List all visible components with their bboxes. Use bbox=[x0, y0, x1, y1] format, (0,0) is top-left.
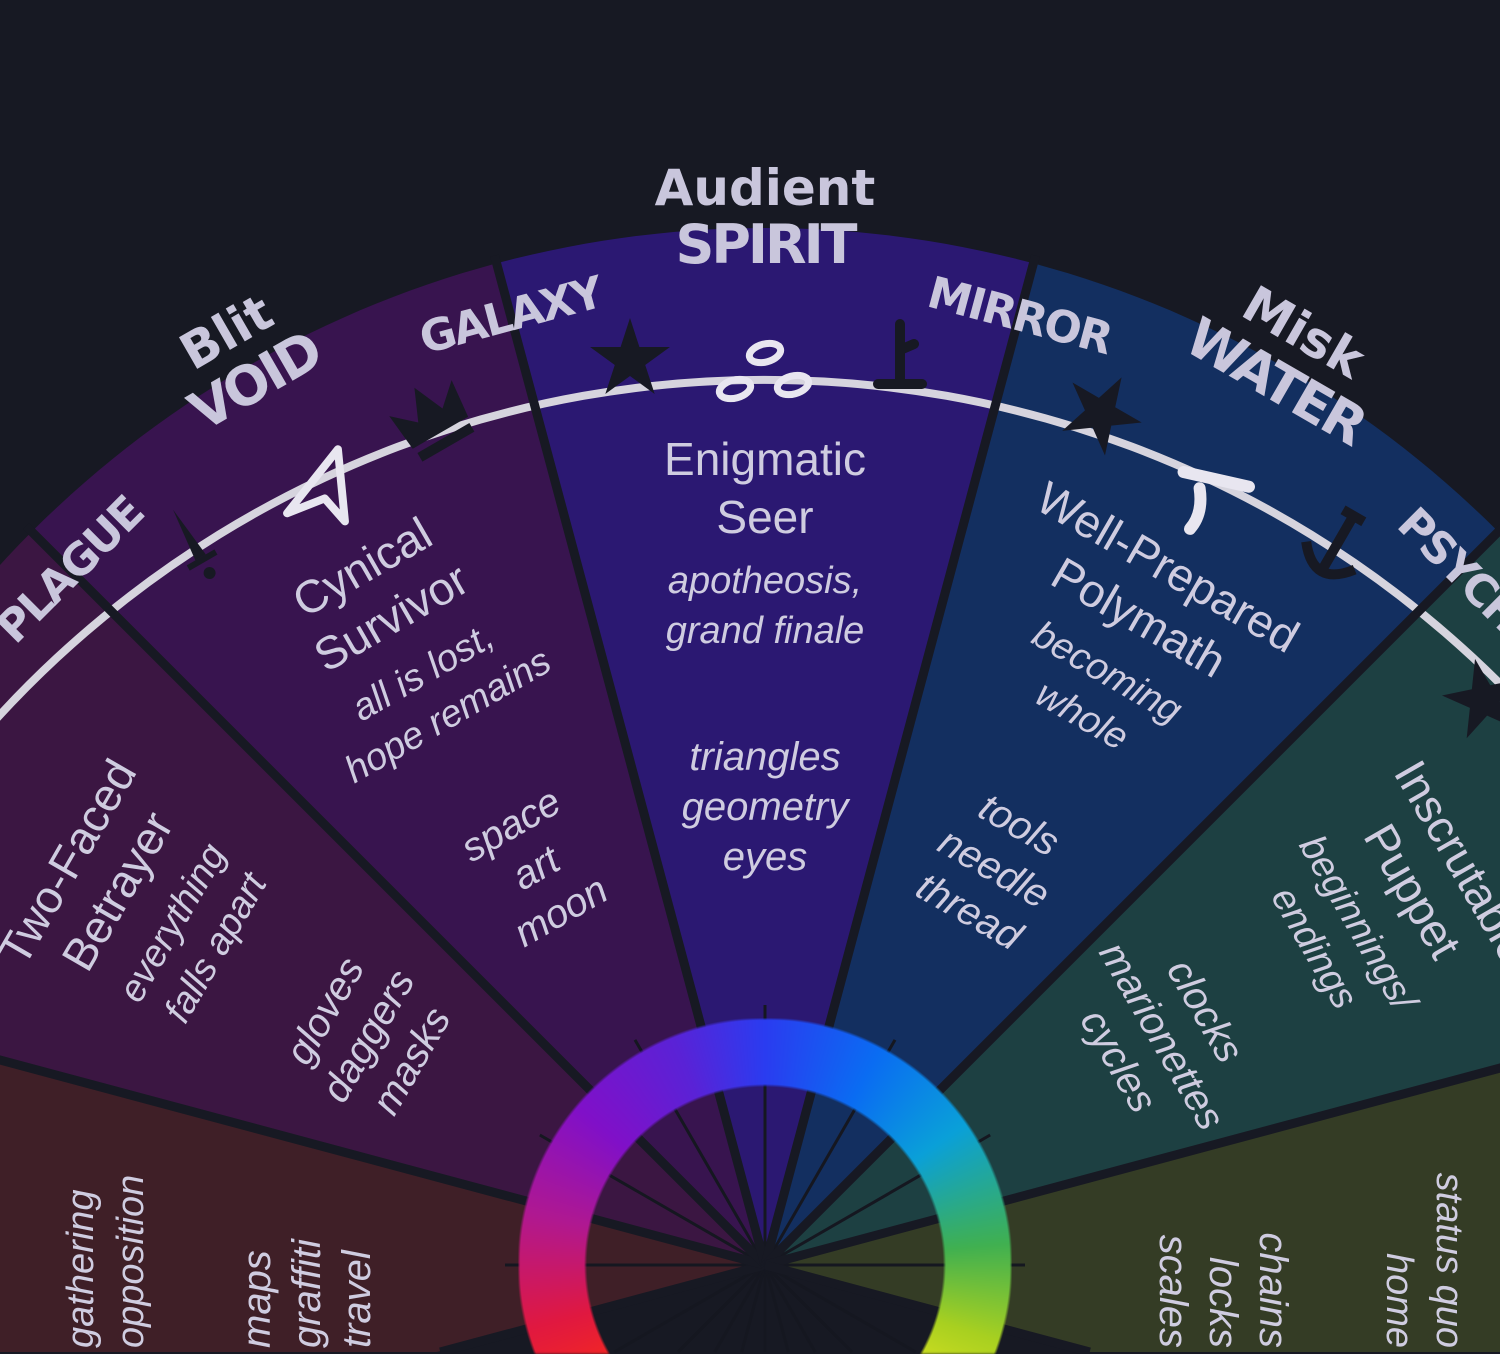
star-shape bbox=[1062, 377, 1142, 456]
wedge-3 bbox=[496, 228, 1034, 1265]
hue-ring bbox=[518, 1018, 1012, 1354]
dagger-icon bbox=[173, 509, 218, 579]
glyph-shape bbox=[1177, 466, 1255, 535]
crown-shape bbox=[389, 380, 469, 449]
archetype-motif: locks bbox=[1201, 1257, 1245, 1348]
three-ovals-icon bbox=[715, 339, 813, 403]
crown-icon bbox=[389, 380, 475, 462]
outer-label-group: Audient bbox=[655, 159, 876, 217]
lever-icon bbox=[873, 319, 927, 389]
lever-shape bbox=[873, 319, 927, 389]
archetype-theme: opposition bbox=[110, 1175, 152, 1348]
archetype-motif: graffiti bbox=[285, 1238, 329, 1348]
outer-rim bbox=[0, 375, 1500, 721]
paper-plane-icon bbox=[283, 445, 349, 526]
archetype-theme: apotheosis, bbox=[668, 560, 862, 602]
hook-glyph-icon bbox=[1177, 466, 1255, 535]
oval-shape bbox=[745, 339, 785, 367]
archetype-title: Enigmatic bbox=[664, 433, 866, 485]
archetype-motif: scales bbox=[1151, 1235, 1195, 1348]
star-icon bbox=[1062, 377, 1142, 456]
archetype-motif: eyes bbox=[723, 835, 808, 879]
oval-shape bbox=[773, 371, 813, 399]
wedge-content-0: Mercenarygatheringoppositionmapsgraffiti… bbox=[60, 1175, 379, 1348]
star-icon bbox=[590, 318, 670, 394]
outer-label: Audient bbox=[655, 159, 876, 217]
plane-shape bbox=[283, 445, 349, 526]
archetype-theme: grand finale bbox=[666, 610, 865, 652]
star-shape bbox=[590, 318, 670, 394]
archetype-motif: triangles bbox=[689, 735, 840, 779]
archetype-theme: gathering bbox=[60, 1190, 102, 1348]
archetype-motif: chains bbox=[1251, 1232, 1295, 1348]
archetype-theme: status quo bbox=[1428, 1173, 1470, 1348]
archetype-motif: maps bbox=[235, 1250, 279, 1348]
oval-shape bbox=[715, 375, 755, 403]
wedge-label: SPIRIT bbox=[675, 213, 857, 276]
archetype-title: Seer bbox=[716, 491, 813, 543]
archetype-motif: geometry bbox=[682, 785, 852, 829]
crown-base bbox=[417, 422, 475, 462]
blade bbox=[173, 509, 206, 561]
anchor-icon bbox=[1301, 505, 1367, 580]
star-icon bbox=[1441, 658, 1500, 739]
wedge-4 bbox=[765, 263, 1499, 1265]
archetype-motif: travel bbox=[335, 1249, 379, 1348]
archetype-theme: home bbox=[1378, 1253, 1420, 1348]
pommel bbox=[203, 566, 216, 579]
anchor-shape bbox=[1301, 505, 1367, 580]
wedge-2 bbox=[31, 263, 765, 1265]
guard bbox=[186, 549, 218, 571]
star-shape bbox=[1441, 658, 1500, 739]
